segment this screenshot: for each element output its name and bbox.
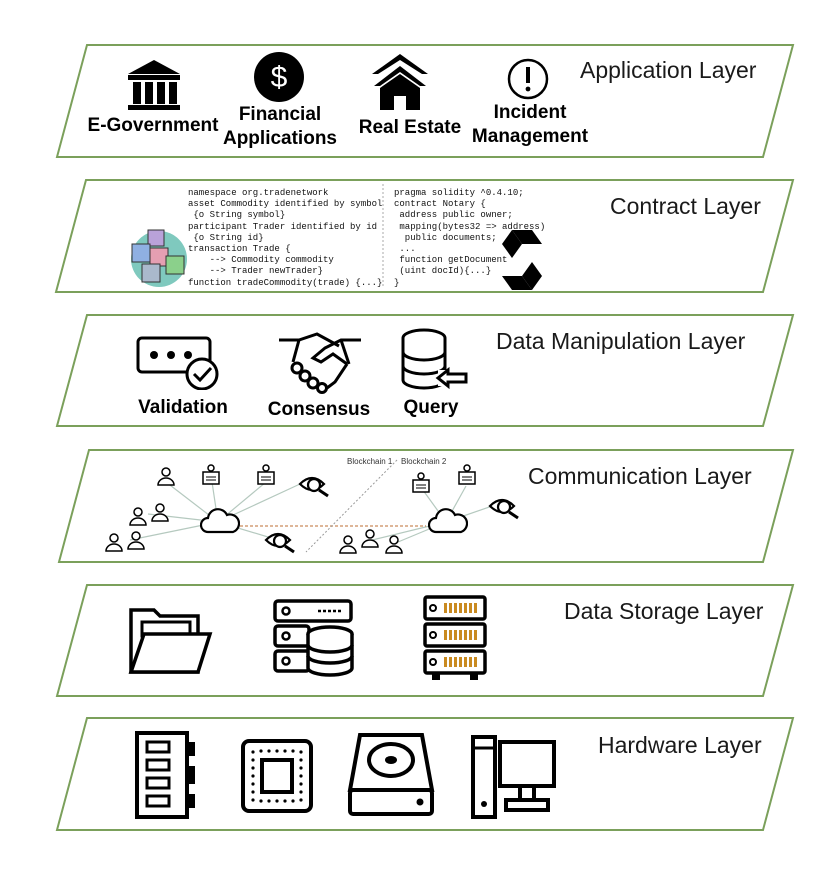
handshake-icon (279, 332, 361, 394)
svg-text:$: $ (271, 61, 288, 94)
layer-frame (54, 179, 795, 293)
data-manipulation-layer: Data Manipulation Layer Validation Conse… (0, 310, 836, 442)
user-icon (385, 535, 403, 554)
document-icon (412, 472, 430, 493)
user-icon (339, 535, 357, 554)
document-icon (202, 464, 220, 485)
layer-title: Data Storage Layer (564, 598, 764, 624)
server-database-icon (273, 599, 354, 677)
server-rack-icon (423, 595, 487, 680)
dm-item-query: Query (403, 397, 459, 418)
eye-search-icon (264, 532, 295, 554)
layer-title: Hardware Layer (598, 732, 762, 758)
database-query-icon (401, 328, 468, 390)
dollar-icon: $ (254, 52, 304, 102)
contract-layer: Contract Layer namespace org.tradenetwor… (0, 170, 836, 310)
user-icon (151, 503, 169, 522)
user-icon (361, 529, 379, 548)
house-icon (372, 54, 428, 110)
alert-icon (507, 58, 549, 100)
application-layer: Application Layer E-Government $ Financi… (0, 0, 836, 170)
folder-icon (128, 608, 213, 674)
desktop-icon (471, 735, 556, 819)
user-icon (127, 531, 145, 550)
document-icon (257, 464, 275, 485)
eye-search-icon (298, 476, 329, 498)
dm-item-consensus: Consensus (267, 399, 371, 420)
app-item-realestate: Real Estate (358, 117, 462, 138)
code-left: namespace org.tradenetwork asset Commodi… (188, 188, 383, 288)
app-item-incident: Incident Management (471, 102, 589, 147)
user-icon (105, 533, 123, 552)
layer-title: Contract Layer (610, 193, 761, 219)
layer-title: Application Layer (580, 57, 757, 83)
blockchain1-label: Blockchain 1 (347, 457, 393, 466)
user-icon (157, 467, 175, 486)
ram-icon (135, 731, 195, 819)
eye-search-icon (488, 498, 519, 520)
app-item-egovernment: E-Government (87, 115, 219, 136)
hardware-layer: Hardware Layer (0, 712, 836, 852)
data-storage-layer: Data Storage Layer (0, 582, 836, 712)
blocks-icon (131, 229, 187, 287)
blockchain2-label: Blockchain 2 (401, 457, 447, 466)
bank-icon (128, 60, 180, 110)
chain-divider (305, 459, 398, 553)
layer-title: Communication Layer (528, 463, 752, 489)
layer-frame (55, 44, 795, 158)
code-right: pragma solidity ^0.4.10; contract Notary… (394, 188, 546, 288)
harddisk-icon (347, 733, 435, 816)
layer-title: Data Manipulation Layer (496, 328, 746, 354)
cloud-icon (428, 508, 468, 534)
document-icon (458, 464, 476, 485)
communication-layer: Communication Layer Blockchain 1 Blockch… (0, 442, 836, 582)
cpu-icon (241, 739, 313, 813)
app-item-financial: Financial Applications (222, 104, 337, 149)
user-icon (129, 507, 147, 526)
dm-item-validation: Validation (138, 397, 228, 418)
cloud-icon (200, 508, 240, 534)
solidity-icon (502, 230, 542, 290)
dots-check-icon (136, 336, 219, 390)
